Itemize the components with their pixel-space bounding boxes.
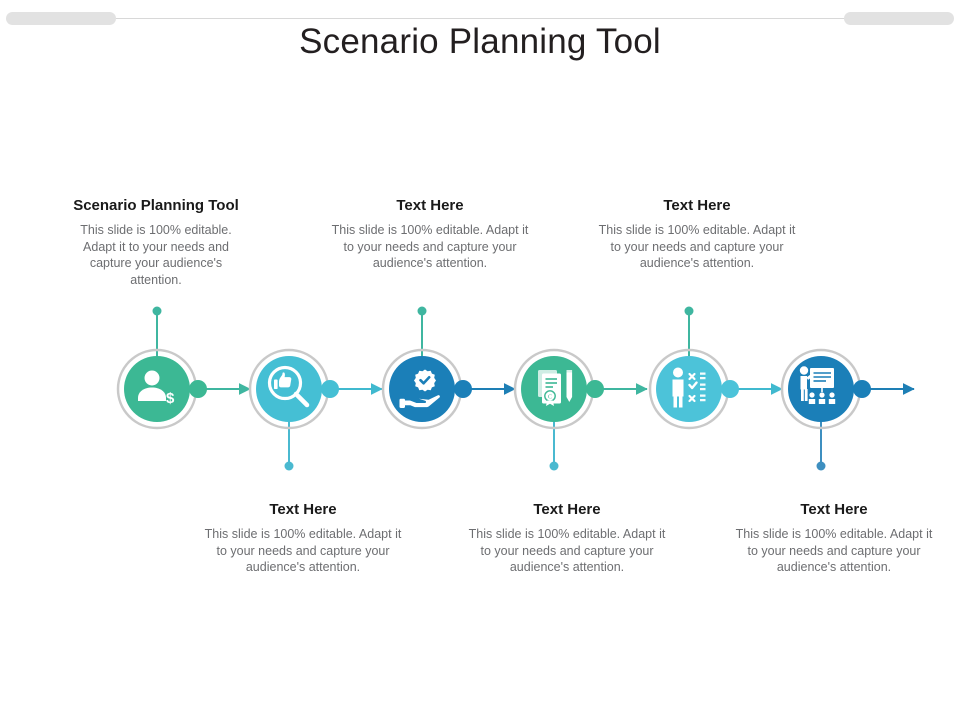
text-block-top-1: Scenario Planning Tool This slide is 100… (66, 196, 246, 288)
text-block-top-3: Text Here This slide is 100% editable. A… (597, 196, 797, 272)
certificate-pencil-icon: C (538, 370, 573, 406)
stem-dot-6 (816, 461, 826, 471)
text-block-bottom-2: Text Here This slide is 100% editable. A… (467, 500, 667, 576)
stem-dot-3 (417, 306, 427, 316)
text-block-top-3-heading: Text Here (663, 197, 731, 214)
step-1-connector-dot (189, 380, 207, 398)
person-dollar-icon: $ (138, 370, 175, 407)
process-step-2[interactable] (248, 348, 339, 430)
magnifier-thumbsup-icon (267, 365, 310, 408)
text-block-top-2-heading: Text Here (396, 197, 464, 214)
text-block-top-3-body: This slide is 100% editable. Adapt it to… (598, 223, 796, 270)
process-step-5[interactable] (648, 348, 739, 430)
stem-group (152, 306, 826, 471)
top-rule-cap-right (844, 12, 954, 25)
step-5-disc (656, 356, 722, 422)
top-rule-cap-left (6, 12, 116, 25)
process-step-6[interactable] (780, 348, 871, 430)
stem-dot-1 (152, 306, 162, 316)
top-decorative-rule (0, 12, 960, 26)
step-5-connector-dot (721, 380, 739, 398)
stem-dot-4 (549, 461, 559, 471)
process-step-3[interactable] (381, 348, 472, 430)
text-block-bottom-2-heading: Text Here (533, 501, 601, 518)
stem-dot-5 (684, 306, 694, 316)
text-block-bottom-1-body: This slide is 100% editable. Adapt it to… (204, 527, 402, 574)
step-6-disc (788, 356, 854, 422)
text-block-bottom-3-body: This slide is 100% editable. Adapt it to… (735, 527, 933, 574)
step-3-connector-dot (454, 380, 472, 398)
person-checklist-icon (672, 367, 706, 408)
svg-text:C: C (548, 395, 552, 401)
text-block-top-2-body: This slide is 100% editable. Adapt it to… (331, 223, 529, 270)
text-block-bottom-3: Text Here This slide is 100% editable. A… (734, 500, 934, 576)
presenter-board-icon (799, 366, 836, 404)
text-block-bottom-1-heading: Text Here (269, 501, 337, 518)
step-2-disc (256, 356, 322, 422)
top-rule-line (8, 18, 952, 19)
stem-dot-2 (284, 461, 294, 471)
page-title: Scenario Planning Tool (299, 22, 661, 61)
text-block-bottom-1: Text Here This slide is 100% editable. A… (203, 500, 403, 576)
hand-check-badge-icon (399, 369, 440, 408)
text-block-top-1-body: This slide is 100% editable. Adapt it to… (80, 223, 232, 287)
process-step-1[interactable]: $ (116, 348, 207, 430)
text-block-top-2: Text Here This slide is 100% editable. A… (330, 196, 530, 272)
step-2-connector-dot (321, 380, 339, 398)
text-block-bottom-2-body: This slide is 100% editable. Adapt it to… (468, 527, 666, 574)
text-block-bottom-3-heading: Text Here (800, 501, 868, 518)
step-6-connector-dot (853, 380, 871, 398)
step-4-connector-dot (586, 380, 604, 398)
process-step-4[interactable]: C (513, 348, 604, 430)
text-block-top-1-heading: Scenario Planning Tool (73, 197, 239, 214)
svg-text:$: $ (166, 390, 175, 407)
